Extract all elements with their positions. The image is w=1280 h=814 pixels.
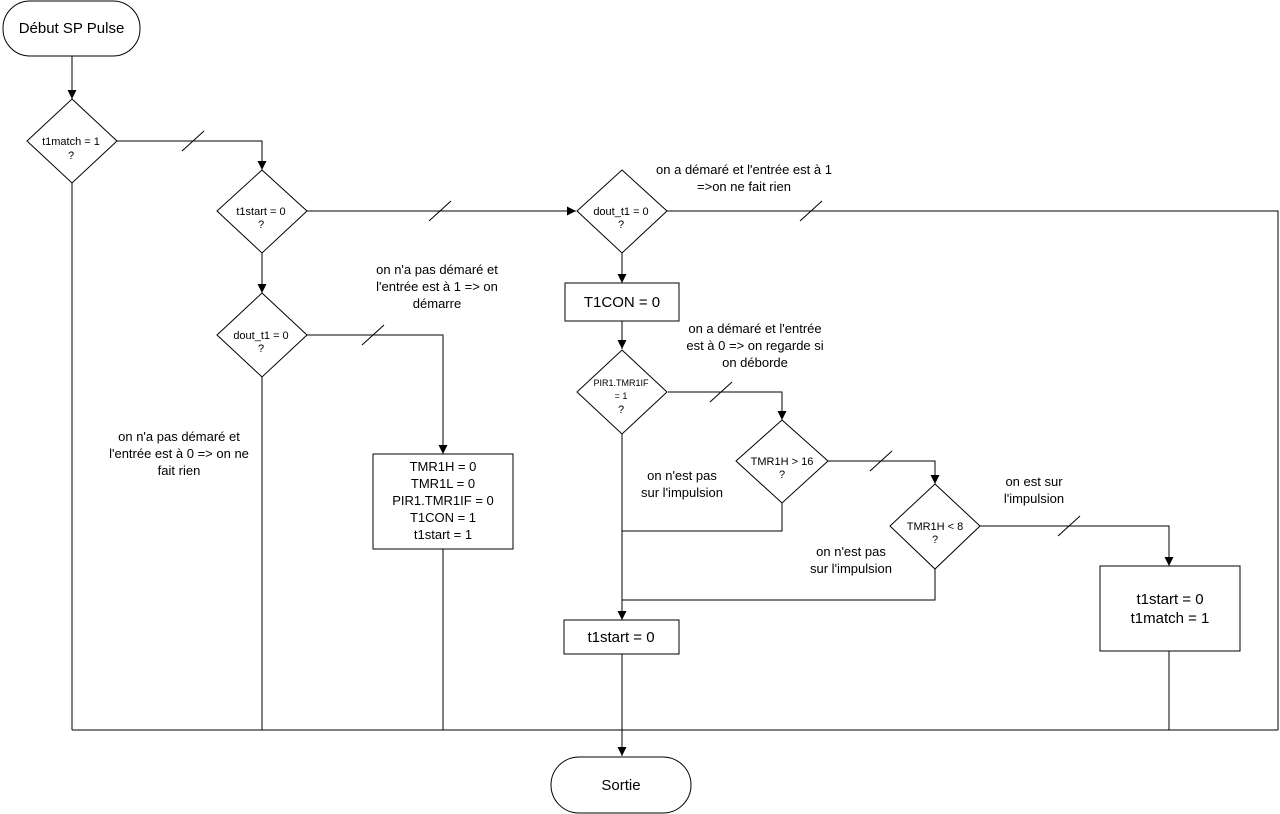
decision-label: ?: [258, 219, 264, 231]
flow-arrow: [980, 525, 1174, 566]
decision-t1start: t1start = 0 ?: [216, 169, 308, 254]
process-line: TMR1H = 0: [410, 459, 477, 474]
connectors: [67, 56, 1279, 756]
process-line: t1match = 1: [1131, 610, 1210, 627]
note-running-zero: on a démaré et l'entrée est à 0 => on re…: [686, 321, 823, 370]
process-t1con: T1CON = 0: [564, 282, 680, 322]
branch-mark: [799, 200, 823, 222]
note-line: on a démaré et l'entrée est à 1: [656, 162, 832, 177]
process-line: t1start = 0: [1136, 591, 1203, 608]
note-line: on déborde: [722, 355, 788, 370]
start-label: Début SP Pulse: [19, 20, 125, 37]
end-terminal: Sortie: [550, 756, 692, 814]
flow-line: [622, 569, 936, 601]
decision-label: TMR1H < 8: [907, 521, 964, 533]
flow-arrow: [828, 460, 940, 484]
flow-line: [667, 210, 1279, 730]
note-line: fait rien: [158, 463, 201, 478]
flow-arrow: [117, 140, 267, 170]
branch-mark: [709, 381, 733, 403]
flow-line: [622, 503, 783, 532]
note-running-one: on a démaré et l'entrée est à 1 =>on ne …: [656, 162, 832, 194]
process-reset-start: t1start = 0: [563, 619, 680, 655]
note-not-started-one: on n'a pas démaré et l'entrée est à 1 =>…: [376, 262, 498, 311]
decision-label: PIR1.TMR1IF: [593, 378, 649, 388]
note-line: est à 0 => on regarde si: [686, 338, 823, 353]
decision-label: t1start = 0: [236, 206, 285, 218]
note-line: l'entrée est à 0 => on ne: [109, 446, 249, 461]
note-line: on n'est pas: [647, 468, 717, 483]
note-line: sur l'impulsion: [810, 561, 892, 576]
flow-arrow: [668, 391, 787, 420]
note-not-started-zero: on n'a pas démaré et l'entrée est à 0 =>…: [109, 429, 249, 478]
note-line: on n'est pas: [816, 544, 886, 559]
start-terminal: Début SP Pulse: [2, 0, 141, 57]
decision-label: ?: [932, 534, 938, 546]
note-line: on n'a pas démaré et: [118, 429, 240, 444]
decision-dout-started: dout_t1 = 0 ?: [576, 169, 668, 254]
decision-tmr1h-gt-16: TMR1H > 16 ?: [735, 419, 829, 504]
decision-t1match: t1match = 1 ?: [26, 98, 118, 184]
process-match: t1start = 0 t1match = 1: [1099, 565, 1241, 652]
branch-mark: [1057, 515, 1081, 537]
decision-label: ?: [258, 343, 264, 355]
note-line: on n'a pas démaré et: [376, 262, 498, 277]
decision-label: t1match = 1: [42, 136, 100, 148]
decision-label: ?: [68, 150, 74, 162]
decision-label: = 1: [615, 391, 628, 401]
note-line: on a démaré et l'entrée: [688, 321, 821, 336]
flow-arrow: [307, 334, 448, 454]
decision-label: dout_t1 = 0: [593, 206, 648, 218]
decision-tmr1h-lt-8: TMR1H < 8 ?: [889, 483, 981, 570]
note-line: démarre: [413, 296, 461, 311]
process-line: T1CON = 0: [584, 294, 660, 311]
note-line: sur l'impulsion: [641, 485, 723, 500]
decision-pir1-tmr1if: PIR1.TMR1IF = 1 ?: [576, 349, 668, 435]
branch-mark: [181, 130, 205, 152]
decision-label: ?: [779, 469, 785, 481]
branch-mark: [361, 324, 385, 346]
process-line: PIR1.TMR1IF = 0: [392, 493, 494, 508]
note-on-pulse: on est sur l'impulsion: [1004, 474, 1064, 506]
note-line: =>on ne fait rien: [697, 179, 791, 194]
note-line: l'impulsion: [1004, 491, 1064, 506]
end-label: Sortie: [601, 777, 640, 794]
branch-mark: [428, 200, 452, 222]
process-line: t1start = 1: [414, 527, 472, 542]
note-not-pulse-a: on n'est pas sur l'impulsion: [641, 468, 723, 500]
branch-mark: [869, 450, 893, 472]
decision-label: ?: [618, 404, 624, 416]
process-line: T1CON = 1: [410, 510, 476, 525]
decision-label: TMR1H > 16: [751, 456, 814, 468]
note-line: on est sur: [1005, 474, 1063, 489]
process-line: TMR1L = 0: [411, 476, 475, 491]
decision-dout-not-started: dout_t1 = 0 ?: [216, 292, 308, 378]
decision-label: dout_t1 = 0: [233, 330, 288, 342]
process-line: t1start = 0: [587, 629, 654, 646]
note-not-pulse-b: on n'est pas sur l'impulsion: [810, 544, 892, 576]
note-line: l'entrée est à 1 => on: [376, 279, 498, 294]
process-init-timer: TMR1H = 0 TMR1L = 0 PIR1.TMR1IF = 0 T1CO…: [372, 453, 514, 550]
decision-label: ?: [618, 219, 624, 231]
